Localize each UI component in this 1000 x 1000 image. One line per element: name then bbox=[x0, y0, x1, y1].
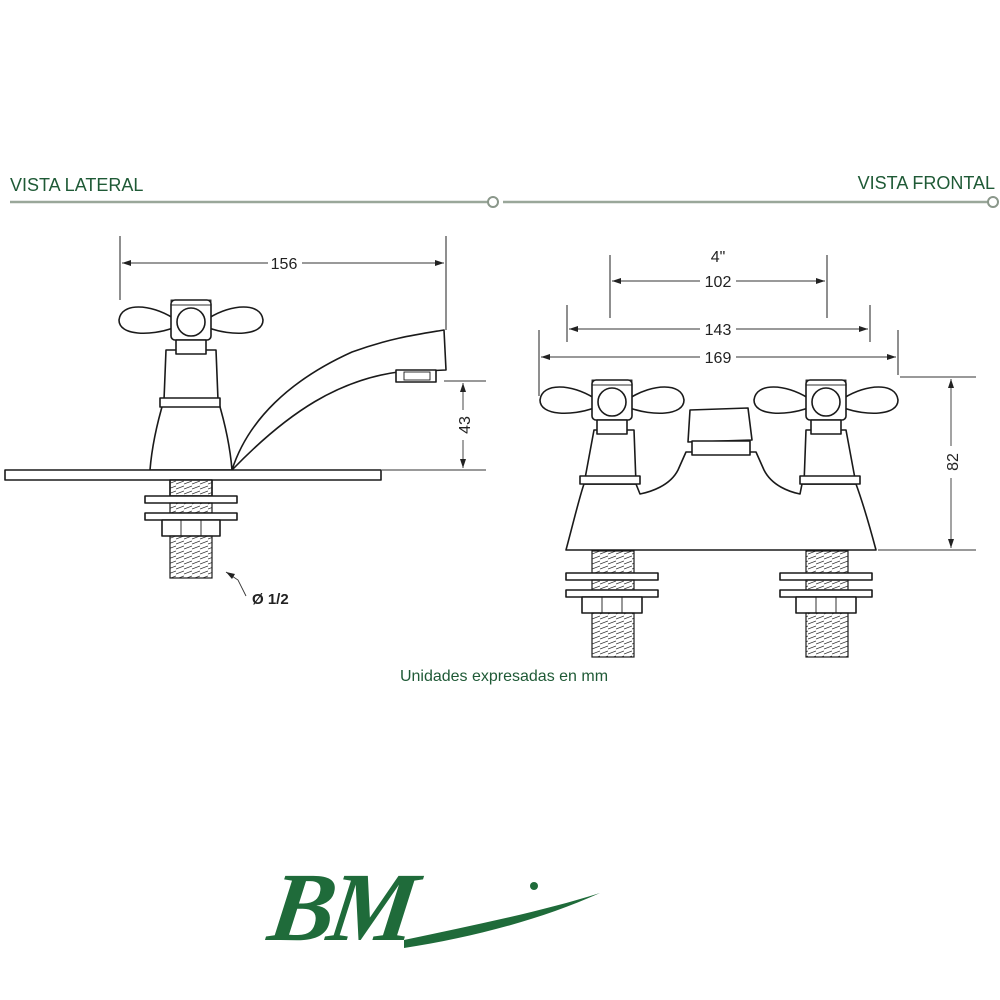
bm-logo-text: BM bbox=[262, 853, 428, 961]
header-left-ring bbox=[487, 196, 499, 208]
bm-logo: BM bbox=[262, 853, 600, 962]
front-base-body bbox=[565, 451, 877, 551]
side-stem-upper-thread bbox=[169, 479, 213, 497]
side-stem-mid bbox=[169, 502, 213, 514]
side-thread-label: Ø 1/2 bbox=[252, 591, 289, 608]
bm-logo-dot bbox=[530, 882, 538, 890]
bm-logo-swoosh bbox=[404, 893, 600, 948]
front-spacing-inch-label: 4" bbox=[711, 249, 726, 266]
front-outer-arrow-left bbox=[541, 354, 550, 360]
front-spacing-arrow-left bbox=[612, 278, 621, 284]
header-left: VISTA LATERAL bbox=[10, 175, 499, 208]
front-left-fixing bbox=[565, 550, 659, 658]
front-spacing-arrow-right bbox=[816, 278, 825, 284]
front-outer-label: 169 bbox=[705, 350, 732, 367]
front-inner-label: 143 bbox=[705, 322, 732, 339]
side-width-label: 156 bbox=[271, 256, 298, 273]
side-deck-plate bbox=[4, 469, 382, 481]
side-width-arrow-left bbox=[122, 260, 131, 266]
front-height-label: 82 bbox=[945, 453, 962, 471]
front-right-cross-handle bbox=[753, 379, 899, 435]
front-left-cross-handle bbox=[539, 379, 685, 435]
side-thread-leader-arrow bbox=[226, 572, 235, 579]
side-view: 156 43 Ø 1/2 bbox=[4, 236, 486, 608]
header-right: VISTA FRONTAL bbox=[503, 173, 999, 208]
side-aerator bbox=[395, 369, 437, 383]
front-right-collar bbox=[799, 475, 861, 485]
side-spout bbox=[231, 329, 447, 471]
header-right-label: VISTA FRONTAL bbox=[858, 173, 995, 193]
front-height-arrow-bottom bbox=[948, 539, 954, 548]
front-view: 4" 102 143 169 bbox=[538, 249, 976, 658]
header-left-label: VISTA LATERAL bbox=[10, 175, 143, 195]
front-height-arrow-top bbox=[948, 379, 954, 388]
front-inner-arrow-right bbox=[859, 326, 868, 332]
side-cross-handle bbox=[118, 299, 264, 355]
side-nut bbox=[161, 519, 221, 537]
side-collar bbox=[159, 397, 221, 408]
front-right-fixing bbox=[779, 550, 873, 658]
front-inner-arrow-left bbox=[569, 326, 578, 332]
header-right-ring bbox=[987, 196, 999, 208]
side-body bbox=[149, 349, 233, 471]
side-thread-tail bbox=[169, 535, 213, 579]
side-height-arrow-bottom bbox=[460, 459, 466, 468]
front-left-collar bbox=[579, 475, 641, 485]
front-outer-arrow-right bbox=[887, 354, 896, 360]
side-washer-bottom bbox=[144, 512, 238, 521]
front-spout bbox=[687, 407, 753, 443]
units-note: Unidades expresadas en mm bbox=[400, 668, 608, 685]
front-spout-aerator bbox=[691, 440, 751, 456]
side-width-arrow-right bbox=[435, 260, 444, 266]
side-aerator-inner bbox=[403, 371, 431, 381]
side-washer-top bbox=[144, 495, 238, 504]
front-spacing-mm-label: 102 bbox=[705, 274, 732, 291]
side-thread-leader bbox=[225, 571, 247, 597]
side-height-arrow-top bbox=[460, 383, 466, 392]
side-height-label: 43 bbox=[457, 416, 474, 434]
